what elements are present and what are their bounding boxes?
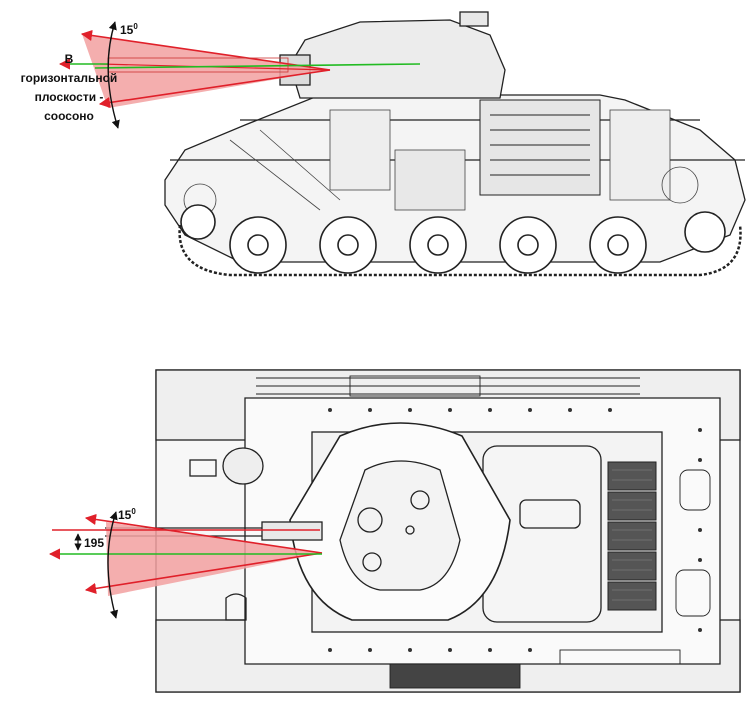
engine-grilles [607, 461, 657, 611]
side-firing-sector [58, 21, 421, 129]
note-line-2: горизонтальной [21, 71, 118, 85]
note-line-3: плоскости - [35, 90, 104, 104]
rivets [328, 408, 702, 652]
note-line-1: В [65, 52, 74, 66]
tank-side-view [164, 11, 746, 277]
top-firing-sector [48, 511, 323, 619]
note-line-4: соосоно [44, 109, 94, 123]
top-angle-label: 150 [118, 507, 136, 522]
top-offset-label: 195 [84, 536, 104, 550]
side-view-note: В горизонтальной плоскости - соосоно [21, 52, 118, 123]
tank-top-view [105, 369, 741, 693]
engine-block [479, 99, 601, 196]
road-wheels [180, 204, 726, 274]
side-angle-label: 150 [120, 22, 138, 37]
